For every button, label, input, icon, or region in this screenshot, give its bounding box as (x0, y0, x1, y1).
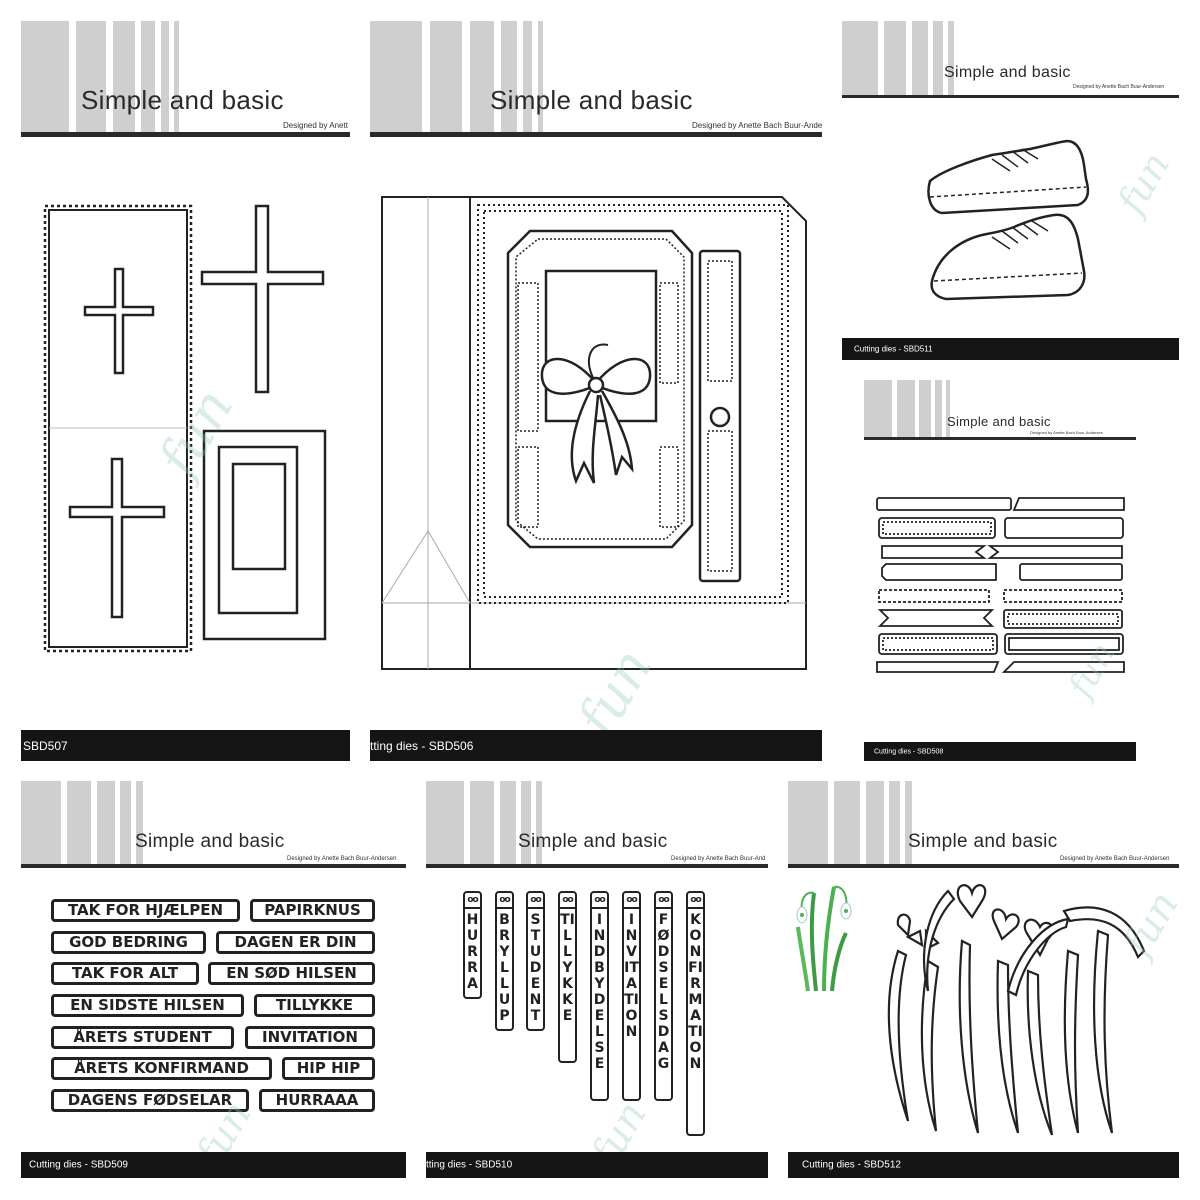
word-tag: INVITATION (245, 1026, 375, 1049)
brand-title: Simple and basic (490, 85, 693, 115)
card-header (842, 21, 1179, 98)
card-footer: Cutting dies - SBD509 (21, 1152, 406, 1178)
word-tag: ÅRETS STUDENT (51, 1026, 234, 1049)
gift-box-die-icon (381, 196, 807, 670)
product-code: Cutting dies - SBD511 (854, 344, 933, 354)
card-footer: tting dies - SBD510 (426, 1152, 768, 1178)
card-header (370, 21, 822, 137)
card-header (788, 781, 1179, 868)
brand-title: Simple and basic (947, 414, 1051, 429)
word-tag: TILLYKKE (254, 994, 375, 1017)
card-footer: tting dies - SBD506 (370, 730, 822, 761)
card-header (21, 21, 350, 137)
product-code: tting dies - SBD510 (426, 1159, 513, 1171)
product-code: SBD507 (23, 738, 68, 753)
brand-title: Simple and basic (908, 831, 1058, 852)
designer-credit: Designed by Anett (283, 121, 348, 130)
product-card-sbd510[interactable]: Simple and basic Designed by Anette Bach… (426, 781, 768, 1178)
product-code: Cutting dies - SBD512 (802, 1159, 901, 1171)
designer-credit: Designed by Anette Bach Buur-Andersen (1073, 84, 1165, 90)
product-card-sbd511[interactable]: Simple and basic Designed by Anette Bach… (842, 21, 1179, 360)
word-tag: ÅRETS KONFIRMAND (51, 1057, 272, 1080)
card-header (21, 781, 406, 868)
brand-title: Simple and basic (518, 831, 668, 852)
brand-title: Simple and basic (135, 831, 285, 852)
product-card-sbd509[interactable]: Simple and basic Designed by Anette Bach… (21, 781, 406, 1178)
word-tag: DAGEN ER DIN (216, 931, 375, 954)
snowdrop-icon (796, 885, 852, 992)
word-tag: EN SØD HILSEN (208, 962, 375, 985)
product-card-sbd508[interactable]: Simple and basic Designed by Anette Bach… (864, 380, 1136, 761)
designer-credit: Designed by Anette Bach Buur-Andersen (1060, 856, 1170, 862)
word-tag: DAGENS FØDSELAR (51, 1089, 249, 1112)
product-code: Cutting dies - SBD509 (29, 1159, 128, 1171)
word-tag: PAPIRKNUS (250, 899, 375, 922)
product-card-sbd506[interactable]: Simple and basic Designed by Anette Bach… (370, 21, 822, 761)
card-footer: Cutting dies - SBD508 (864, 742, 1136, 761)
brand-title: Simple and basic (81, 85, 284, 115)
designer-credit: Designed by Anette Bach Buur-And (671, 856, 766, 862)
product-code: Cutting dies - SBD508 (874, 748, 944, 755)
banner-strip-dies-icon (876, 497, 1125, 673)
snowdrop-dies-icon (887, 884, 1146, 1136)
word-tag: HURRAAA (259, 1089, 375, 1112)
card-header (426, 781, 768, 868)
card-footer: Cutting dies - SBD512 (788, 1152, 1179, 1178)
designer-credit: Designed by Anette Bach Buur-Anders (692, 121, 822, 130)
card-footer: Cutting dies - SBD511 (842, 338, 1179, 360)
card-footer: SBD507 (21, 730, 350, 761)
word-tag: GOD BEDRING (51, 931, 206, 954)
product-card-sbd512[interactable]: Simple and basic Designed by Anette Bach… (788, 781, 1179, 1178)
brand-title: Simple and basic (944, 64, 1071, 81)
word-tag: TAK FOR HJÆLPEN (51, 899, 240, 922)
product-card-sbd507[interactable]: Simple and basic Designed by Anett fun S… (21, 21, 350, 761)
card-header (864, 380, 1136, 440)
product-code: tting dies - SBD506 (370, 738, 474, 753)
word-tag: EN SIDSTE HILSEN (51, 994, 244, 1017)
designer-credit: Designed by Anette Bach Buur-Andersen (1030, 430, 1103, 435)
cross-dies-icon (43, 204, 327, 653)
word-tag: HIP HIP (282, 1057, 375, 1080)
designer-credit: Designed by Anette Bach Buur-Andersen (287, 856, 397, 862)
word-tag: TAK FOR ALT (51, 962, 199, 985)
sneaker-dies-icon (927, 139, 1090, 301)
